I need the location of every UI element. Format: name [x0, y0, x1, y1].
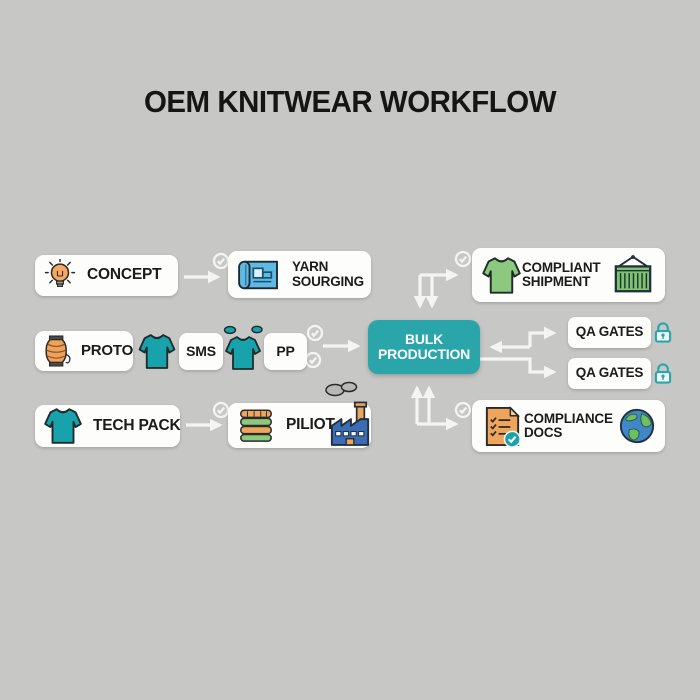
green-sweater-icon	[481, 254, 522, 297]
node-tech-pack-label: TECH PACK	[93, 416, 181, 434]
node-qa-gates-bottom-label: QA GATES	[575, 365, 644, 381]
arrow-to-qa-gates-bottom	[480, 357, 557, 379]
node-qa-gates-bottom: QA GATES	[568, 358, 651, 389]
fabric-stack-icon	[237, 408, 275, 443]
page-title: OEM KNITWEAR WORKFLOW	[143, 84, 557, 119]
node-yarn-sourcing: YARN SOURGING	[228, 251, 371, 298]
yarn-spool-icon	[42, 334, 72, 368]
node-pp-label: PP	[276, 343, 295, 360]
factory-icon	[329, 397, 371, 447]
arrow-to-qa-gates-top	[528, 326, 557, 347]
globe-icon	[618, 407, 656, 445]
smoke-icon	[324, 380, 358, 399]
sweater-icon	[43, 405, 83, 447]
node-bulk-production: BULK PRODUCTION	[368, 320, 480, 374]
node-sms: SMS	[179, 333, 223, 370]
lock-icon	[653, 321, 673, 344]
sweater-icon	[138, 331, 176, 372]
node-pp: PP	[264, 333, 307, 370]
node-proto: PROTO	[35, 331, 133, 371]
node-pilot-label: PILIOT	[286, 416, 335, 434]
lock-icon	[653, 362, 673, 385]
check-circle-icon	[212, 401, 230, 419]
node-sms-label: SMS	[186, 343, 216, 360]
node-qa-gates-top-label: QA GATES	[575, 324, 644, 340]
node-qa-gates-top: QA GATES	[568, 317, 651, 348]
sweater-steam-icon	[222, 325, 264, 372]
check-circle-icons	[212, 250, 472, 419]
check-circle-icon	[306, 324, 324, 342]
check-circle-icon	[454, 401, 472, 419]
node-compliant-shipment-label: COMPLIANT SHIPMENT	[522, 259, 601, 289]
check-circle-icon	[212, 252, 230, 270]
checklist-doc-icon	[481, 404, 524, 449]
node-compliance-docs-label: COMPLIANCE DOCS	[524, 410, 613, 440]
node-yarn-sourcing-label: YARN SOURGING	[292, 259, 364, 289]
node-pilot: PILIOT	[228, 381, 371, 448]
node-tech-pack: TECH PACK	[35, 405, 181, 447]
check-circle-icon	[304, 351, 322, 369]
node-concept-label: CONCEPT	[87, 266, 162, 284]
check-circle-icon	[454, 250, 472, 268]
node-concept: CONCEPT	[35, 255, 178, 296]
node-proto-label: PROTO	[81, 342, 134, 360]
shipping-container-icon	[610, 254, 656, 296]
node-compliant-shipment: COMPLIANT SHIPMENT	[472, 248, 665, 302]
node-bulk-production-label: BULK PRODUCTION	[377, 331, 471, 362]
lightbulb-icon	[44, 258, 76, 293]
node-compliance-docs: COMPLIANCE DOCS	[472, 400, 665, 452]
blueprint-icon	[236, 257, 282, 293]
